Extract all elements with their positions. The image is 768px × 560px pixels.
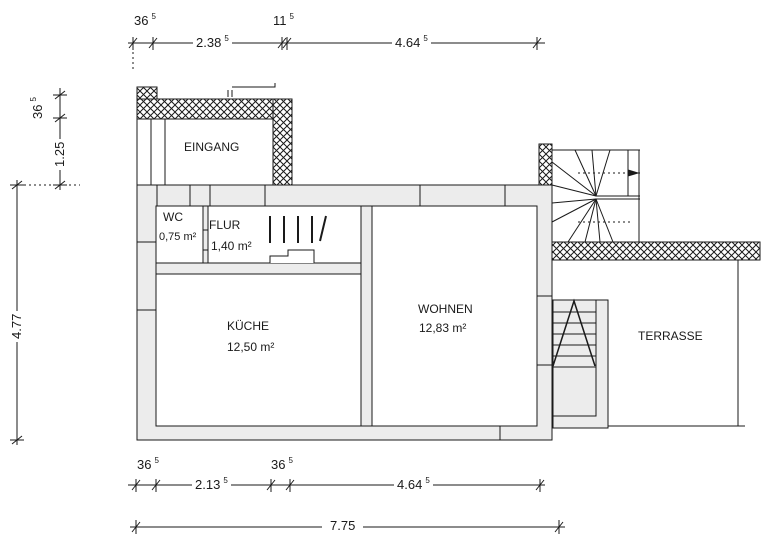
terrace-wall <box>551 241 761 261</box>
dim-left-height: 4.77 <box>9 310 24 342</box>
entrance-walls <box>136 83 324 191</box>
dim-overall-width: 7.75 <box>322 519 364 532</box>
room-flur-label: FLUR <box>209 218 241 232</box>
room-wc-label: WC <box>163 210 183 224</box>
dim-left-wall: 365 <box>29 97 45 119</box>
flur-stair-marks <box>269 215 327 243</box>
room-kueche-area: 12,50 m² <box>227 340 275 354</box>
room-flur-area: 1,40 m² <box>211 239 252 253</box>
dimension-line-left <box>10 88 80 445</box>
room-eingang-label: EINGANG <box>184 140 240 154</box>
terrace <box>552 260 745 429</box>
spiral-staircase <box>538 143 640 243</box>
room-terrasse-label: TERRASSE <box>638 329 703 343</box>
room-wohnen-area: 12,83 m² <box>419 321 467 335</box>
house-walls <box>136 184 553 441</box>
dim-left-eingang: 1.25 <box>52 138 67 170</box>
room-wohnen-label: WOHNEN <box>418 302 473 316</box>
room-kueche-label: KÜCHE <box>227 319 270 333</box>
dimension-line-top <box>128 37 545 72</box>
room-wc-area: 0,75 m² <box>159 231 197 243</box>
dimension-line-bottom <box>128 479 545 492</box>
